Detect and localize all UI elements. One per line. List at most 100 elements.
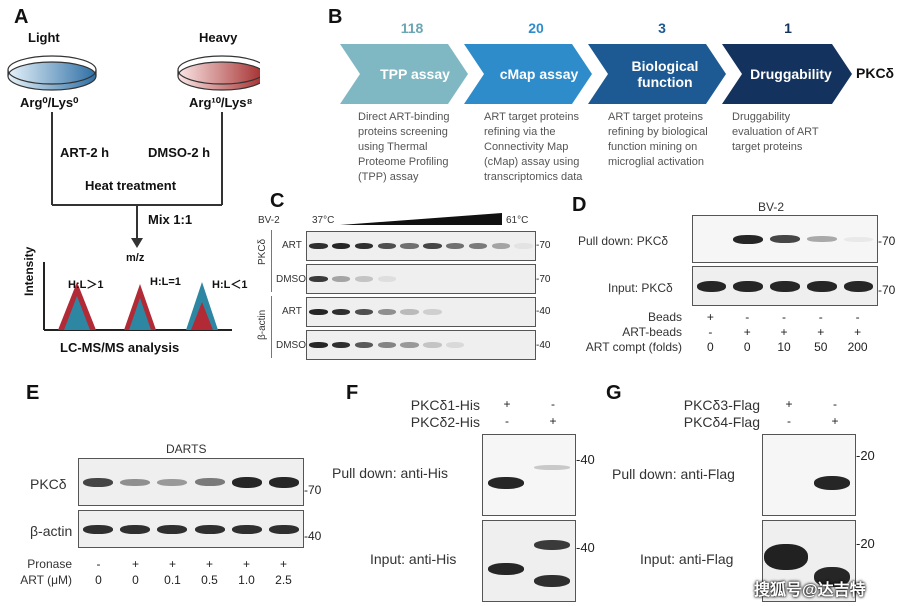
tpp-label: TPP assay <box>380 66 450 82</box>
lane-value: 0 <box>132 573 139 587</box>
blot-band <box>770 280 800 292</box>
cmap-desc: ART target proteins refining via the Con… <box>484 111 583 183</box>
ms-peak-2-icon <box>124 284 156 330</box>
panel-b-label: B <box>328 6 343 28</box>
panel-a-label: A <box>14 6 29 28</box>
blot-band <box>309 276 328 282</box>
blot-band <box>309 243 328 249</box>
lane-value: - <box>781 310 786 324</box>
f-row1-values: +- <box>484 397 576 411</box>
e-row-pronase: Pronase <box>27 557 72 571</box>
g-row2-values: -+ <box>766 414 858 428</box>
heavy-dish-icon <box>177 55 260 91</box>
blot-band <box>468 243 488 249</box>
lane-value: + <box>168 557 176 571</box>
c-mw-1: -70 <box>536 240 551 251</box>
arrow-down-icon <box>131 238 143 248</box>
lane-value: + <box>785 397 793 411</box>
chevron-bio <box>588 44 726 104</box>
lane-value: + <box>817 325 825 339</box>
lane-value: 200 <box>847 340 868 354</box>
lane-value: 0.5 <box>201 573 218 587</box>
lane-value: - <box>745 310 750 324</box>
ms-peak-3-icon <box>186 282 218 330</box>
lane-value: + <box>205 557 213 571</box>
panel-b-pipeline <box>340 44 852 104</box>
blot-band <box>120 478 150 486</box>
lane-value: - <box>833 397 837 411</box>
lane-value: 1.0 <box>238 573 255 587</box>
c-row-dmso-1: DMSO <box>276 274 306 285</box>
blot-band <box>269 524 300 534</box>
c-blot-art-pkc <box>306 231 536 261</box>
panel-g-label: G <box>606 382 622 404</box>
blot-band <box>446 243 465 249</box>
tpp-desc: Direct ART-binding proteins screening us… <box>358 111 450 183</box>
blot-band <box>377 342 396 348</box>
blot-band <box>354 243 374 249</box>
e-pkc-label: PKCδ <box>30 476 67 492</box>
f-mw-2: -40 <box>576 540 595 555</box>
blot-band <box>487 563 525 575</box>
g-row1-label: PKCδ3-Flag <box>683 397 760 413</box>
lane-value: - <box>855 310 860 324</box>
lane-value: 2.5 <box>275 573 292 587</box>
lane-value: + <box>780 325 788 339</box>
f-pull-label: Pull down: anti-His <box>332 465 448 481</box>
lane-value: + <box>831 414 839 428</box>
hl-ratio-1: H:L＞1 <box>68 279 104 291</box>
lane-value: 0 <box>707 340 714 354</box>
result-target: PKCδ <box>856 65 895 81</box>
bio-desc: ART target proteins refining by biologic… <box>608 111 708 168</box>
lane-value: 0 <box>743 340 751 354</box>
blot-band <box>514 243 533 249</box>
c-actin-label: β-actin <box>257 309 268 340</box>
lane-value: + <box>854 325 862 339</box>
g-row2-label: PKCδ4-Flag <box>683 414 760 430</box>
blot-band <box>423 243 442 249</box>
bio-count: 3 <box>658 20 666 36</box>
f-mw-1: -40 <box>576 452 595 467</box>
blot-band <box>400 243 419 249</box>
drug-desc: Druggability evaluation of ART target pr… <box>732 111 819 153</box>
lane-value: 0 <box>95 573 102 587</box>
lane-value: + <box>743 325 751 339</box>
panel-f-label: F <box>346 382 359 404</box>
g-row1-values: +- <box>766 397 858 411</box>
lane-value: - <box>505 414 509 428</box>
lane-value: + <box>706 310 714 324</box>
art-2h-label: ART-2 h <box>60 145 110 160</box>
chevron-drug <box>722 44 852 104</box>
e-pronase-values: -+++++ <box>80 557 302 571</box>
lane-value: 10 <box>777 340 791 354</box>
lane-value: - <box>96 557 101 571</box>
d-row-beads: Beads <box>647 310 682 324</box>
blot-band <box>157 478 188 486</box>
c-row-art-2: ART <box>282 306 302 317</box>
blot-band <box>423 309 442 315</box>
lane-value: + <box>242 557 250 571</box>
blot-band <box>491 243 510 249</box>
blot-band <box>332 243 351 249</box>
e-mw-bot: -40 <box>304 529 322 543</box>
blot-band <box>354 342 374 348</box>
blot-band <box>232 524 262 534</box>
blot-band <box>194 478 225 486</box>
d-pull-label: Pull down: PKCδ <box>578 234 669 248</box>
f-row1-label: PKCδ1-His <box>410 397 480 413</box>
blot-band <box>377 276 396 282</box>
c-blot-dmso-actin <box>306 330 536 360</box>
panel-c-label: C <box>270 190 285 212</box>
blot-band <box>813 567 851 587</box>
c-row-dmso-2: DMSO <box>276 340 306 351</box>
e-mw-top: -70 <box>304 483 322 497</box>
lane-value: + <box>549 414 557 428</box>
temperature-gradient-icon <box>340 213 502 225</box>
blot-band <box>332 276 351 282</box>
blot-band <box>843 236 874 242</box>
blot-band <box>764 544 808 570</box>
blot-band <box>446 342 465 348</box>
d-mw-2: -70 <box>878 283 896 297</box>
mz-label: m/z <box>126 252 145 264</box>
